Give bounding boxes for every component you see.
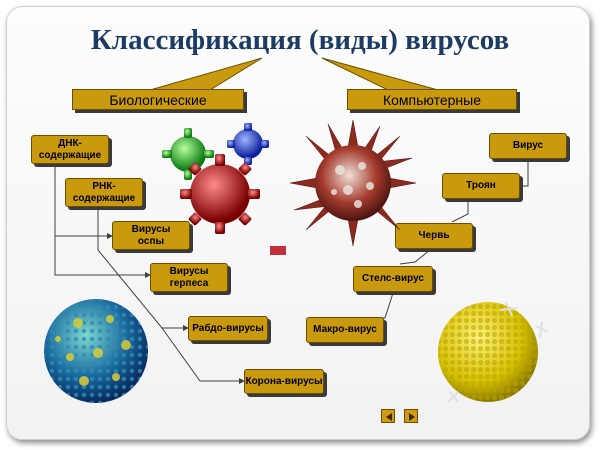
node-pox-viruses: Вирусы оспы: [112, 221, 190, 250]
connector-rna-corona: [161, 327, 245, 384]
virus-cluster-image: [162, 123, 269, 234]
triangle-left-icon: [386, 413, 392, 421]
back-button[interactable]: [381, 409, 395, 423]
spiky-virus-image: [289, 119, 417, 247]
node-macro-virus: Макро-вирус: [306, 317, 384, 343]
forward-button[interactable]: [404, 409, 418, 423]
node-dna-containing: ДНК- содержащие: [31, 135, 109, 164]
connector-worm-stealth: [399, 249, 431, 265]
yellow-virus-image: [438, 301, 549, 403]
connector-stealth-macro: [382, 292, 394, 319]
callout-biological: [149, 57, 263, 91]
node-worm: Червь: [395, 223, 473, 249]
small-caption-mark: [270, 246, 286, 255]
node-herpes-viruses: Вирусы герпеса: [150, 263, 228, 292]
connector-trojan-worm: [451, 200, 469, 223]
node-stealth-virus: Стелс-вирус: [353, 266, 433, 292]
category-biological: Биологические: [72, 89, 244, 110]
page-title: Классификация (виды) вирусов: [90, 24, 510, 56]
triangle-right-icon: [409, 413, 415, 421]
callout-computer: [321, 57, 439, 91]
blue-virus-image: [44, 299, 148, 403]
node-rhabdo-viruses: Рабдо-вирусы: [188, 316, 268, 341]
connector-rna-rhabdo: [97, 206, 189, 331]
node-virus: Вирус: [489, 133, 567, 159]
node-corona-viruses: Корона-вирусы: [244, 369, 324, 394]
category-computer: Компьютерные: [347, 89, 517, 110]
node-trojan: Троян: [442, 173, 520, 199]
node-rna-containing: РНК- содержащие: [65, 178, 143, 207]
